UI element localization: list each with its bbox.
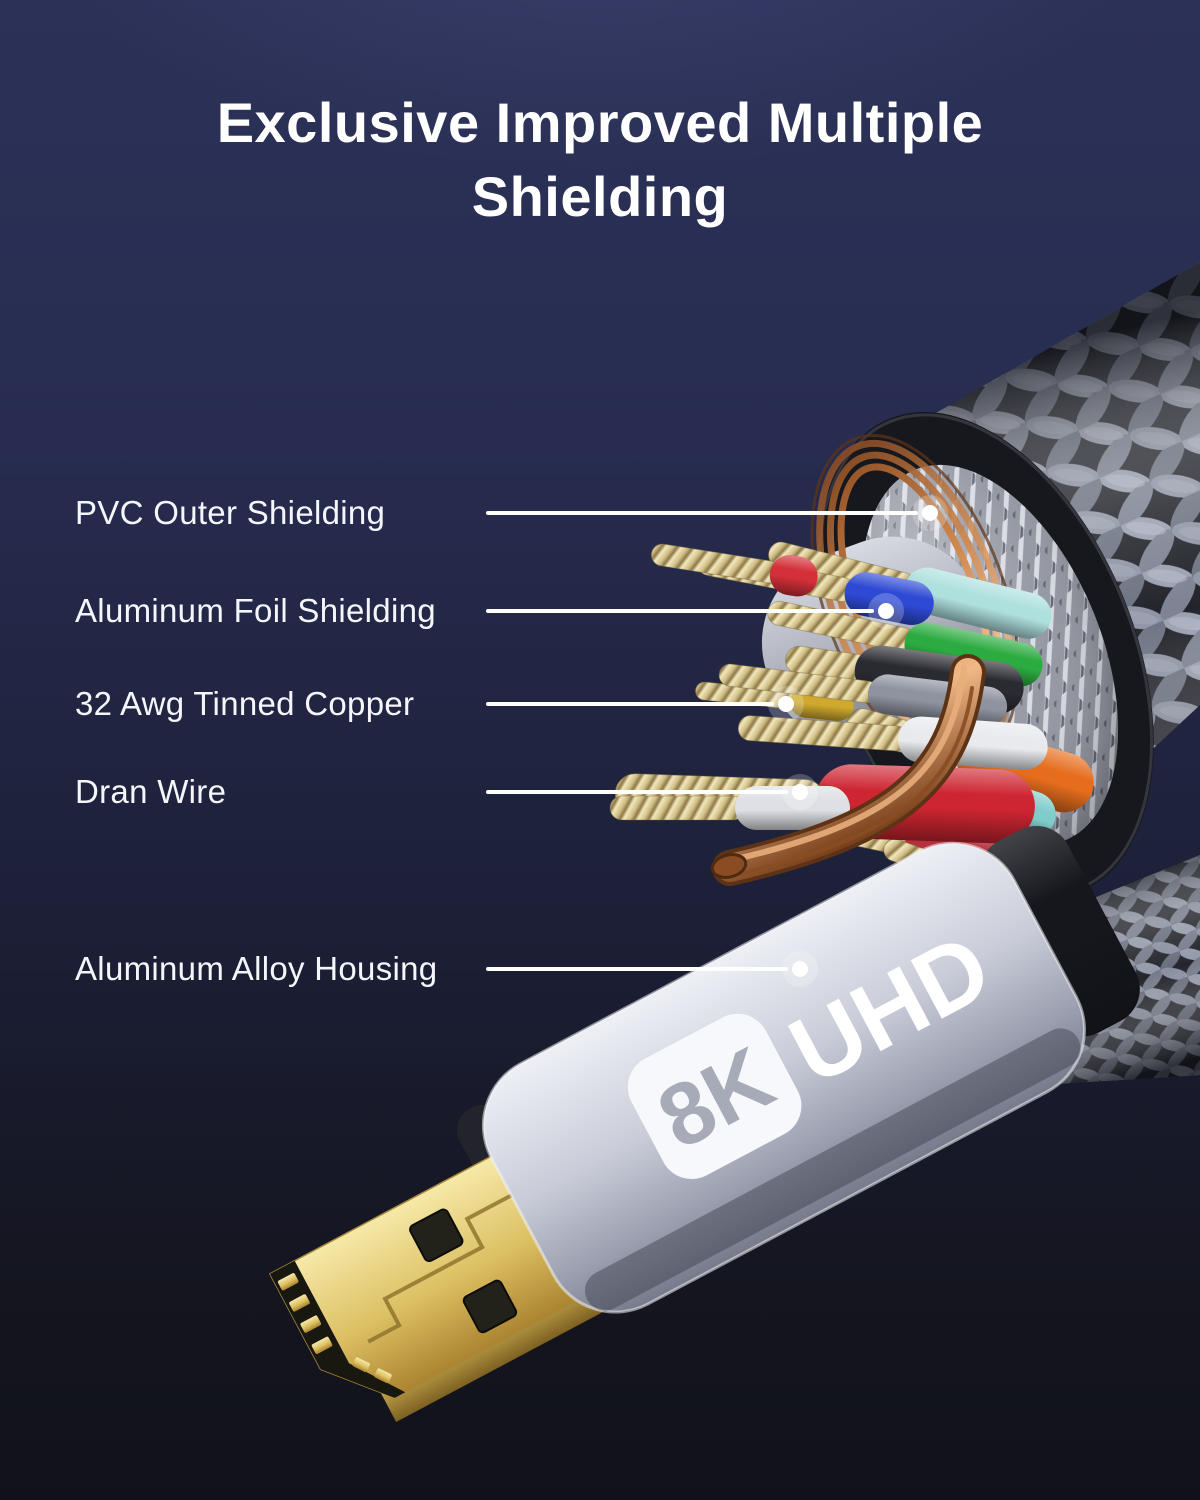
badge-box — [627, 1013, 802, 1180]
callout-label-dran: Dran Wire — [75, 773, 227, 810]
title-line-1: Exclusive Improved Multiple — [216, 91, 984, 154]
callout-dot — [768, 686, 804, 722]
callout-label-housing: Aluminum Alloy Housing — [75, 950, 438, 987]
drain-wire-ribbon — [710, 654, 986, 886]
plug-pins — [277, 1273, 392, 1384]
page-title: Exclusive Improved Multiple Shielding — [0, 86, 1200, 235]
callout-dot — [782, 951, 818, 987]
hdmi-plug — [268, 1144, 604, 1422]
wire-silver — [609, 786, 850, 830]
plug-shell-seam — [367, 1182, 534, 1344]
plug-shell-hole — [462, 1279, 518, 1334]
callout-label-pvc: PVC Outer Shielding — [75, 494, 386, 531]
wire-red-band — [650, 543, 818, 597]
callout-line — [486, 967, 788, 971]
callout-label-foil: Aluminum Foil Shielding — [75, 592, 436, 629]
callout-line — [486, 511, 918, 515]
plug-shell-hole — [409, 1208, 464, 1263]
callout-dot — [868, 593, 904, 629]
callout-label-copper: 32 Awg Tinned Copper — [75, 685, 415, 722]
callout-line — [486, 609, 874, 613]
callout-dot — [912, 495, 948, 531]
callout-line — [486, 790, 788, 794]
callout-dot — [782, 774, 818, 810]
callout-line — [486, 702, 774, 706]
hdmi-connector: 8K UHD — [268, 825, 1140, 1422]
title-line-2: Shielding — [471, 165, 729, 229]
